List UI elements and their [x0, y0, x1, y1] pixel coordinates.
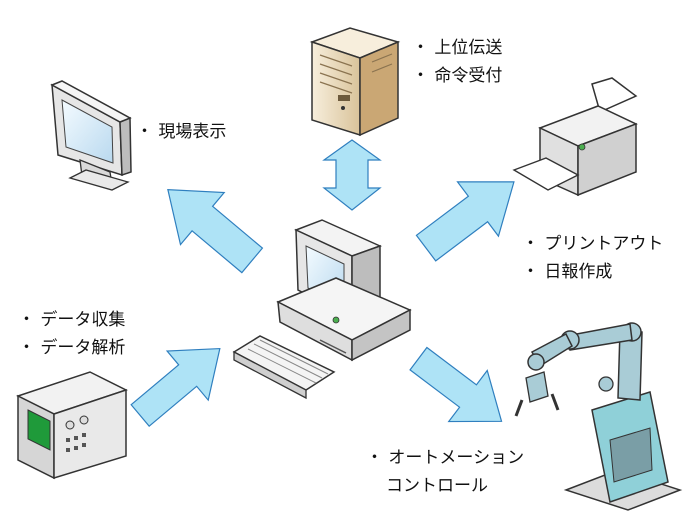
printer-label-daily-report: ・ 日報作成	[522, 262, 613, 282]
monitor-icon	[50, 80, 132, 191]
arrow-to-robot	[409, 346, 503, 423]
robot-label-control: コントロール	[386, 476, 488, 496]
analyzer-icon	[16, 371, 128, 480]
arrow-to-printer	[415, 181, 515, 262]
desktop-pc-icon	[276, 219, 412, 362]
server-label-command-receive: ・ 命令受付	[412, 66, 503, 86]
arrow-server-bidirectional	[322, 139, 382, 211]
arrow-to-monitor	[167, 189, 264, 274]
robot-label-automation: ・ オートメーション	[366, 448, 525, 468]
server-label-upper-transfer: ・ 上位伝送	[412, 38, 503, 58]
keyboard-icon	[232, 335, 336, 400]
arrow-from-analyzer	[130, 347, 221, 427]
server-icon	[309, 27, 401, 137]
printer-label-printout: ・ プリントアウト	[522, 234, 664, 254]
analyzer-label-collect: ・ データ収集	[18, 310, 126, 330]
robot-arm-icon	[514, 322, 683, 511]
monitor-label: ・ 現場表示	[136, 122, 227, 142]
printer-icon	[512, 77, 638, 197]
analyzer-label-analyze: ・ データ解析	[18, 338, 126, 358]
